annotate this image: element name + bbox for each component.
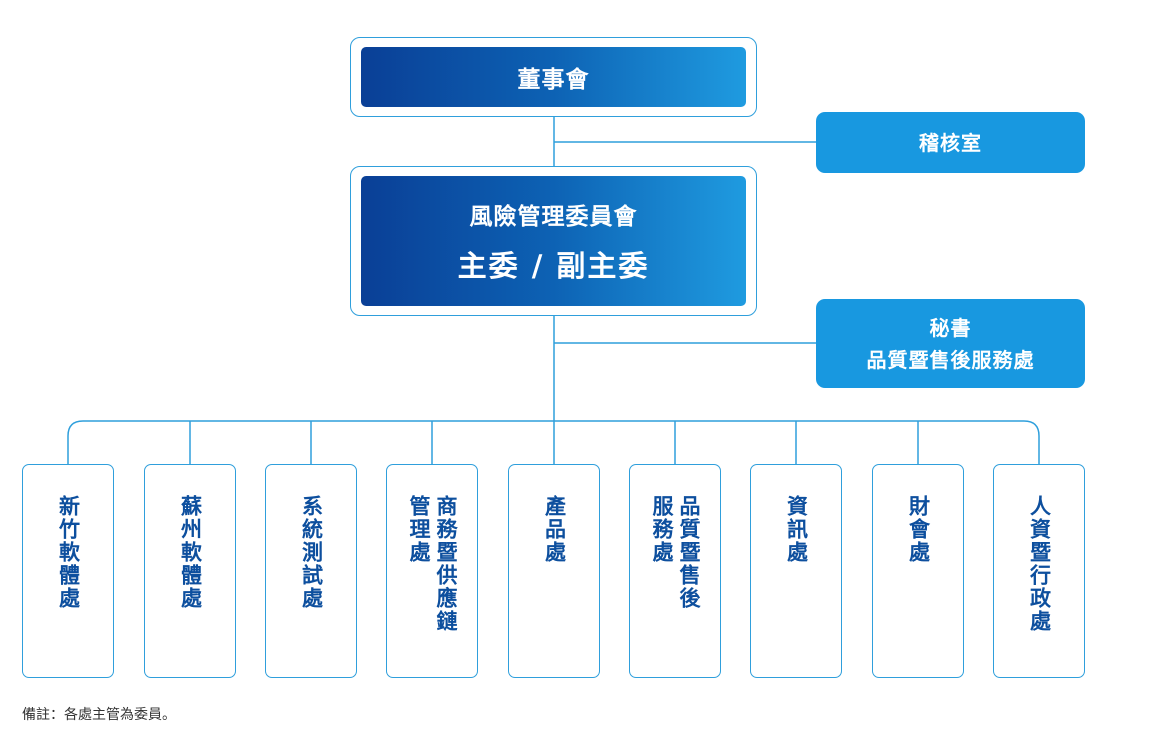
dept-label-col1: 商務暨供應鏈 — [434, 495, 458, 633]
risk-committee-box: 風險管理委員會 主委 / 副主委 — [350, 166, 757, 316]
dept-label: 人資暨行政處 — [1027, 495, 1052, 633]
dept-label: 資訊處 — [784, 495, 809, 564]
dept-hsinchu-software: 新竹軟體處 — [22, 464, 114, 678]
risk-committee-chairs: 主委 / 副主委 — [457, 249, 650, 283]
board-box: 董事會 — [350, 37, 757, 117]
secretary-unit: 品質暨售後服務處 — [866, 347, 1035, 372]
dept-label-col2: 服務處 — [650, 495, 674, 564]
dept-information: 資訊處 — [750, 464, 842, 678]
dept-label: 新竹軟體處 — [56, 495, 81, 610]
secretary-box: 秘書 品質暨售後服務處 — [816, 299, 1085, 388]
dept-system-testing: 系統測試處 — [265, 464, 357, 678]
dept-quality-after-sales: 品質暨售後 服務處 — [629, 464, 721, 678]
dept-label: 產品處 — [542, 495, 567, 564]
dept-product: 產品處 — [508, 464, 600, 678]
risk-committee-title: 風險管理委員會 — [469, 204, 638, 230]
dept-label: 財會處 — [906, 495, 931, 564]
dept-label-col2: 管理處 — [407, 495, 431, 564]
audit-box: 稽核室 — [816, 112, 1085, 173]
dept-label-col1: 品質暨售後 — [677, 495, 701, 610]
footnote: 備註：各處主管為委員。 — [22, 707, 176, 723]
dept-label: 系統測試處 — [299, 495, 324, 610]
dept-finance-accounting: 財會處 — [872, 464, 964, 678]
dept-suzhou-software: 蘇州軟體處 — [144, 464, 236, 678]
dept-hr-administration: 人資暨行政處 — [993, 464, 1085, 678]
risk-committee-inner: 風險管理委員會 主委 / 副主委 — [361, 176, 746, 306]
dept-business-supply-chain: 商務暨供應鏈 管理處 — [386, 464, 478, 678]
audit-label: 稽核室 — [919, 130, 982, 155]
board-label: 董事會 — [517, 67, 590, 93]
board-inner: 董事會 — [361, 47, 746, 107]
secretary-title: 秘書 — [929, 315, 972, 340]
dept-label: 蘇州軟體處 — [178, 495, 203, 610]
